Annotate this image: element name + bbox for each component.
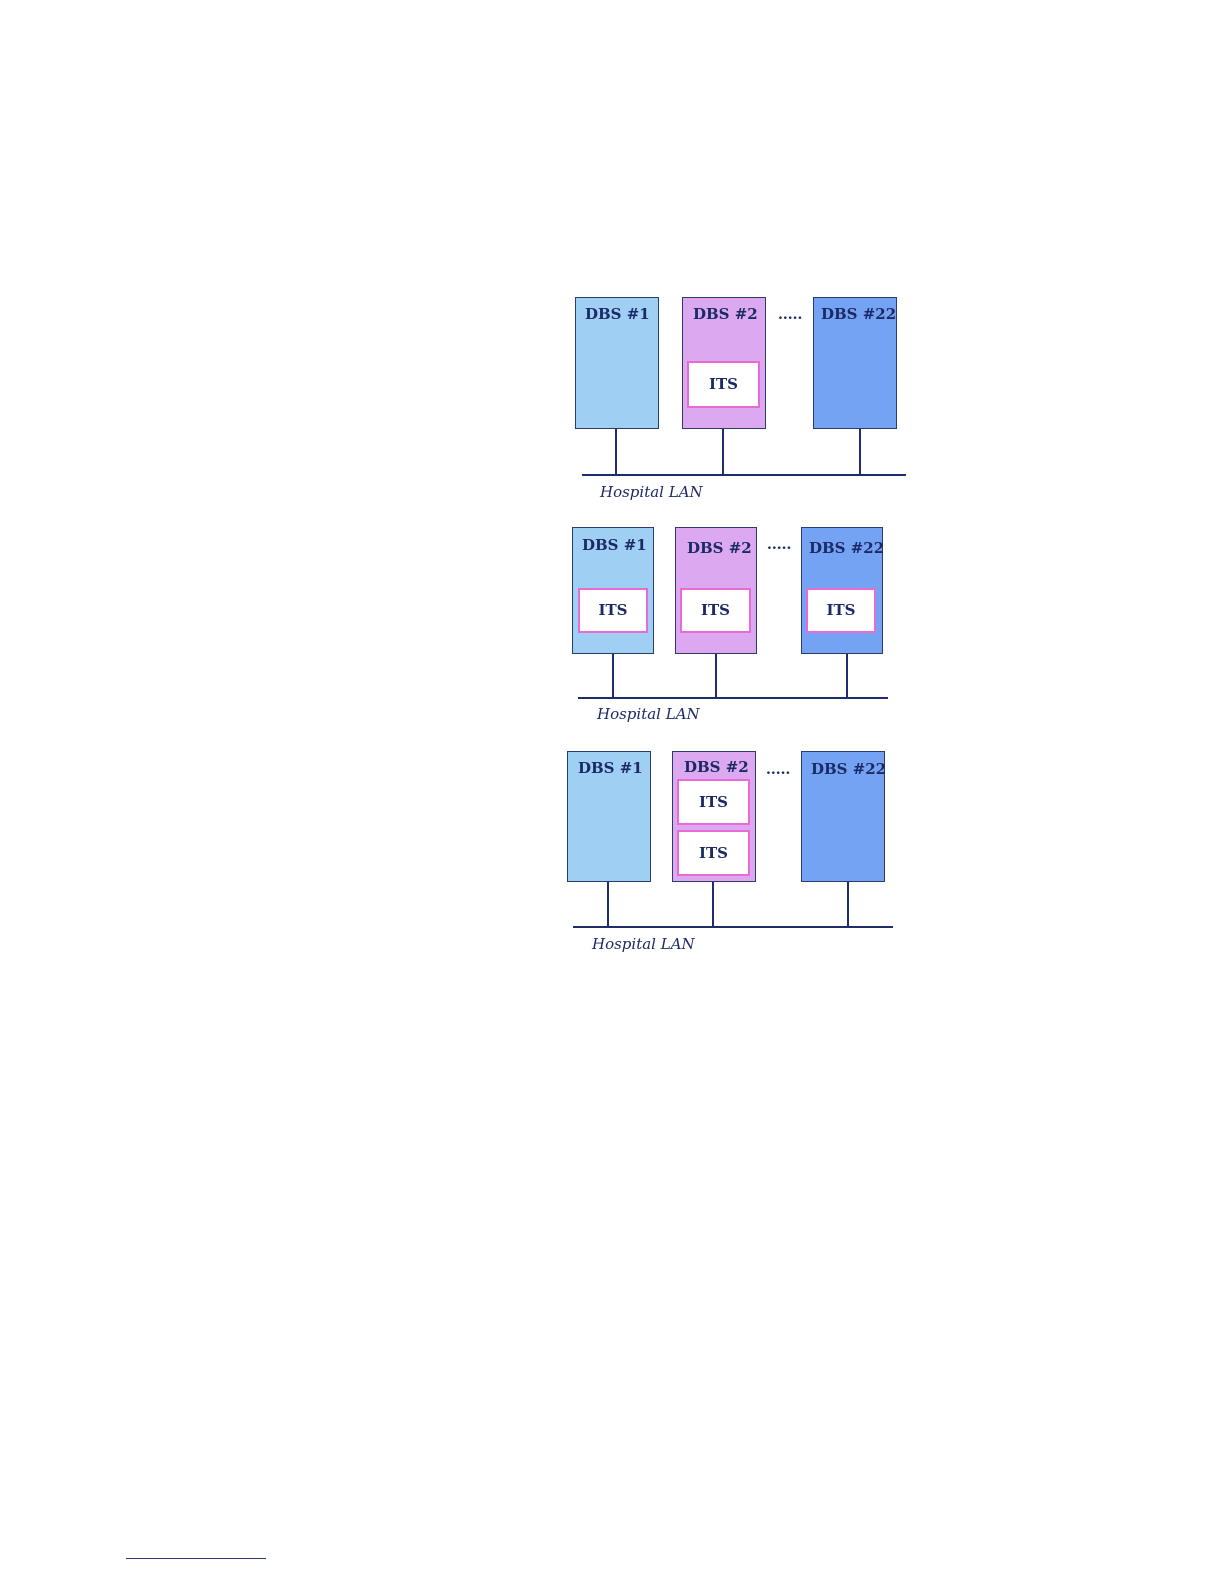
dbs-1-label: DBS #1 — [585, 307, 650, 322]
connector-dbs-22 — [846, 654, 848, 699]
ellipsis: ..... — [778, 308, 802, 322]
lan-bus — [578, 697, 888, 699]
connector-dbs-1 — [615, 429, 617, 476]
dbs-2-label: DBS #2 — [684, 760, 749, 775]
its-box: ITS — [578, 588, 648, 633]
its-box-lower: ITS — [677, 830, 750, 876]
connector-dbs-2 — [712, 882, 714, 928]
connector-dbs-1 — [612, 654, 614, 699]
connector-dbs-2 — [722, 429, 724, 476]
ellipsis: ..... — [767, 538, 791, 552]
dbs-1-label: DBS #1 — [582, 538, 647, 553]
dbs-22-label: DBS #22 — [811, 762, 886, 777]
its-box: ITS — [806, 588, 876, 633]
connector-dbs-22 — [859, 429, 861, 476]
dbs-2-label: DBS #2 — [693, 307, 758, 322]
its-box: ITS — [687, 361, 760, 408]
lan-label: Hospital LAN — [597, 707, 700, 722]
connector-dbs-22 — [847, 882, 849, 928]
its-box: ITS — [680, 588, 751, 633]
dbs-22-label: DBS #22 — [809, 541, 884, 556]
lan-label: Hospital LAN — [592, 937, 695, 952]
ellipsis: ..... — [766, 763, 790, 777]
lan-label: Hospital LAN — [600, 485, 703, 500]
dbs-2-label: DBS #2 — [687, 541, 752, 556]
lan-bus — [582, 474, 906, 476]
footnote-rule — [126, 1558, 266, 1559]
dbs-1-label: DBS #1 — [578, 761, 643, 776]
connector-dbs-1 — [607, 882, 609, 928]
its-box-upper: ITS — [677, 779, 750, 825]
connector-dbs-2 — [715, 654, 717, 699]
dbs-22-label: DBS #22 — [821, 307, 896, 322]
lan-bus — [573, 926, 893, 928]
